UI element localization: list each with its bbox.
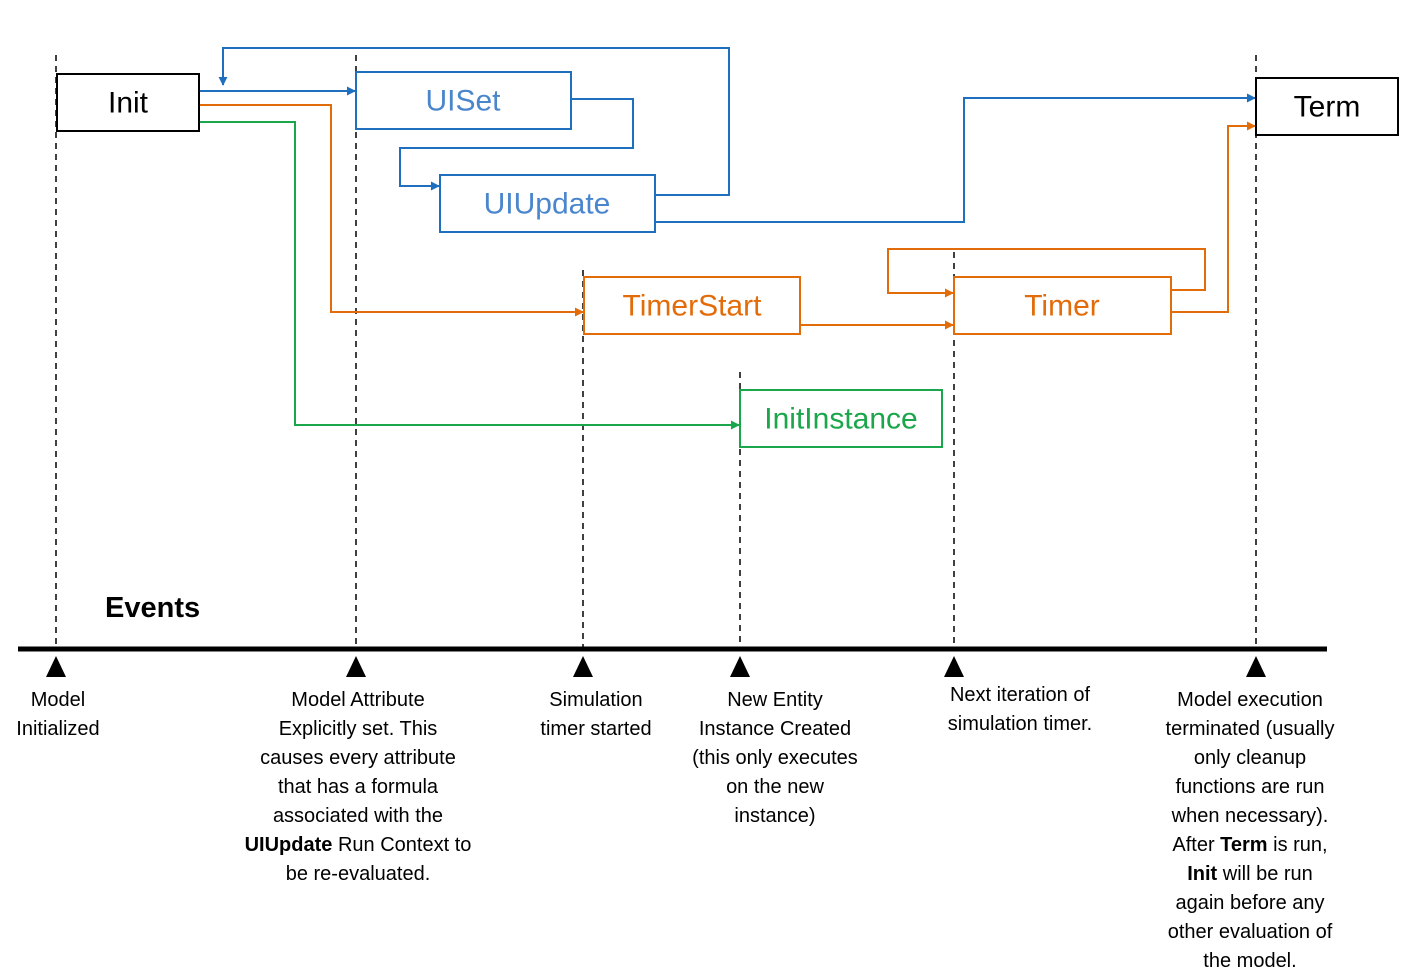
uiupdate-label: UIUpdate <box>484 188 611 221</box>
caption-line: (this only executes <box>692 747 858 769</box>
caption-terminated: Model execution terminated (usually only… <box>1140 686 1360 976</box>
caption-line: Instance Created <box>698 718 852 740</box>
caption-line: Model Attribute <box>291 689 425 711</box>
caption-line: Init will be run <box>1140 860 1360 889</box>
uiset-box: UISet <box>355 71 572 130</box>
events-title: Events <box>105 592 200 624</box>
caption-line: on the new <box>726 776 824 798</box>
arrow-timer-to-term <box>1171 121 1256 313</box>
arrow-uiupdate-to-term <box>655 93 1256 223</box>
caption-line: functions are run <box>1175 776 1325 798</box>
caption-line: After Term is run, <box>1140 831 1360 860</box>
uiupdate-box: UIUpdate <box>439 174 656 233</box>
marker-terminated <box>1246 656 1266 677</box>
timer-box: Timer <box>953 276 1172 335</box>
caption-line: Model <box>30 689 86 711</box>
term-label: Term <box>1294 91 1361 124</box>
marker-timer-started <box>573 656 593 677</box>
caption-line: New Entity <box>727 689 823 711</box>
arrow-init-to-initinstance <box>200 121 740 430</box>
initinstance-label: InitInstance <box>764 403 917 436</box>
blue-connectors <box>200 47 1256 223</box>
caption-line-part: is run, <box>1267 834 1328 856</box>
caption-line-part: will be run <box>1217 863 1313 885</box>
arrow-uiupdate-loop-to-init <box>218 47 730 196</box>
timerstart-label: TimerStart <box>623 290 763 323</box>
marker-next-iteration <box>944 656 964 677</box>
marker-model-initialized <box>46 656 66 677</box>
arrow-uiset-to-uiupdate <box>399 98 634 191</box>
caption-line: Initialized <box>16 718 100 740</box>
caption-line: Next iteration of <box>949 684 1091 706</box>
init-box: Init <box>56 73 200 132</box>
caption-line: be re-evaluated. <box>285 863 431 885</box>
caption-line: the model. <box>1203 950 1297 972</box>
caption-line: terminated (usually <box>1165 718 1335 740</box>
arrow-timer-loop <box>887 248 1206 298</box>
caption-line: UIUpdate Run Context to <box>218 831 498 860</box>
green-connectors <box>200 121 740 430</box>
caption-instance-created: New Entity Instance Created (this only e… <box>675 686 875 831</box>
marker-instance-created <box>730 656 750 677</box>
caption-attribute-set: Model Attribute Explicitly set. This cau… <box>218 686 498 889</box>
caption-line: instance) <box>734 805 816 827</box>
caption-line: Simulation <box>549 689 643 711</box>
caption-line: associated with the <box>272 805 444 827</box>
caption-line: again before any <box>1175 892 1325 914</box>
caption-line: timer started <box>540 718 652 740</box>
caption-line-part: After <box>1172 834 1221 856</box>
orange-connectors <box>200 104 1256 330</box>
init-bold-term: Init <box>1187 863 1218 885</box>
arrow-init-to-timerstart <box>200 104 584 317</box>
initinstance-box: InitInstance <box>739 389 943 448</box>
timer-label: Timer <box>1024 290 1100 323</box>
timerstart-box: TimerStart <box>583 276 801 335</box>
caption-line: that has a formula <box>277 776 439 798</box>
event-markers <box>46 656 1266 677</box>
caption-timer-started: Simulation timer started <box>516 686 676 744</box>
caption-model-initialized: Model Initialized <box>0 686 116 744</box>
caption-line: simulation timer. <box>947 713 1093 735</box>
caption-line: Explicitly set. This <box>278 718 438 740</box>
caption-line-rest: Run Context to <box>332 834 472 856</box>
term-box: Term <box>1255 77 1399 136</box>
uiupdate-bold-term: UIUpdate <box>244 834 333 856</box>
caption-next-iteration: Next iteration of simulation timer. <box>925 681 1115 739</box>
init-label: Init <box>108 87 149 120</box>
caption-line: when necessary). <box>1171 805 1329 827</box>
uiset-label: UISet <box>425 85 501 118</box>
caption-line: causes every attribute <box>260 747 456 769</box>
marker-attribute-set <box>346 656 366 677</box>
event-guide-lines <box>55 55 1257 648</box>
caption-line: Model execution <box>1177 689 1323 711</box>
term-bold-term: Term <box>1220 834 1268 856</box>
caption-line: other evaluation of <box>1167 921 1333 943</box>
caption-line: only cleanup <box>1193 747 1307 769</box>
